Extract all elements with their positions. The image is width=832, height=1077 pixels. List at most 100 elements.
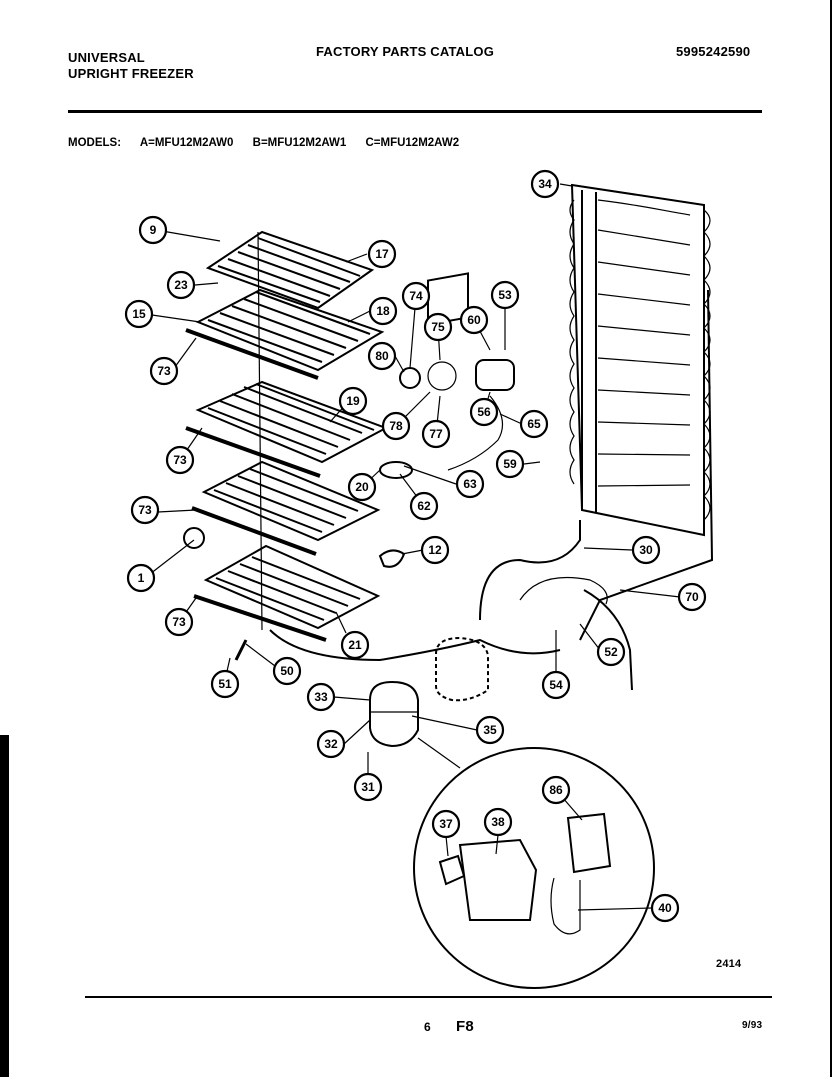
callout-56: 56 bbox=[469, 397, 499, 427]
callout-30: 30 bbox=[631, 535, 661, 565]
callout-31: 31 bbox=[353, 772, 383, 802]
svg-text:74: 74 bbox=[409, 289, 423, 303]
svg-text:70: 70 bbox=[685, 590, 699, 604]
svg-text:52: 52 bbox=[604, 645, 618, 659]
callout-12: 12 bbox=[420, 535, 450, 565]
svg-text:32: 32 bbox=[324, 737, 338, 751]
header-rule bbox=[68, 110, 762, 113]
scan-edge-left bbox=[0, 735, 9, 1077]
callout-86: 86 bbox=[541, 775, 571, 805]
svg-text:73: 73 bbox=[172, 615, 186, 629]
svg-text:54: 54 bbox=[549, 678, 563, 692]
svg-text:56: 56 bbox=[477, 405, 491, 419]
callout-60: 60 bbox=[459, 305, 489, 335]
svg-text:62: 62 bbox=[417, 499, 431, 513]
page-number: 6 bbox=[424, 1020, 431, 1034]
callout-53: 53 bbox=[490, 280, 520, 310]
svg-text:34: 34 bbox=[538, 177, 552, 191]
svg-text:21: 21 bbox=[348, 638, 362, 652]
callout-40: 40 bbox=[650, 893, 680, 923]
svg-text:35: 35 bbox=[483, 723, 497, 737]
callout-9: 9 bbox=[138, 215, 168, 245]
callout-38: 38 bbox=[483, 807, 513, 837]
svg-text:73: 73 bbox=[157, 364, 171, 378]
callout-21: 21 bbox=[340, 630, 370, 660]
leader-lines bbox=[149, 183, 681, 911]
callout-20: 20 bbox=[347, 472, 377, 502]
callout-70: 70 bbox=[677, 582, 707, 612]
callout-75: 75 bbox=[423, 312, 453, 342]
refrigerant-tubing bbox=[269, 629, 561, 662]
callout-15: 15 bbox=[124, 299, 154, 329]
catalog-title: FACTORY PARTS CATALOG bbox=[316, 44, 495, 59]
svg-text:77: 77 bbox=[429, 427, 443, 441]
model-c: C=MFU12M2AW2 bbox=[365, 137, 460, 149]
svg-text:23: 23 bbox=[174, 278, 188, 292]
callout-59: 59 bbox=[495, 449, 525, 479]
svg-text:50: 50 bbox=[280, 664, 294, 678]
svg-text:63: 63 bbox=[463, 477, 477, 491]
svg-text:1: 1 bbox=[138, 571, 145, 585]
model-a: A=MFU12M2AW0 bbox=[139, 137, 234, 149]
callout-1: 1 bbox=[126, 563, 156, 593]
svg-text:19: 19 bbox=[346, 394, 360, 408]
callout-73: 73 bbox=[130, 495, 160, 525]
callout-65: 65 bbox=[519, 409, 549, 439]
callout-18: 18 bbox=[368, 296, 398, 326]
print-date: 9/93 bbox=[742, 1020, 763, 1031]
svg-text:30: 30 bbox=[639, 543, 653, 557]
compressor bbox=[369, 636, 489, 748]
product-name: UPRIGHT FREEZER bbox=[68, 66, 194, 81]
detail-view bbox=[413, 737, 655, 989]
callout-80: 80 bbox=[367, 341, 397, 371]
callout-17: 17 bbox=[367, 239, 397, 269]
svg-text:9: 9 bbox=[150, 223, 157, 237]
section-code: F8 bbox=[456, 1018, 474, 1035]
svg-text:40: 40 bbox=[658, 901, 672, 915]
callout-77: 77 bbox=[421, 419, 451, 449]
callout-51: 51 bbox=[210, 669, 240, 699]
models-line: MODELS: A=MFU12M2AW0 B=MFU12M2AW1 C=MFU1… bbox=[68, 137, 475, 149]
svg-text:33: 33 bbox=[314, 690, 328, 704]
svg-text:65: 65 bbox=[527, 417, 541, 431]
svg-text:12: 12 bbox=[428, 543, 442, 557]
callout-73: 73 bbox=[165, 445, 195, 475]
callout-52: 52 bbox=[596, 637, 626, 667]
callout-73: 73 bbox=[149, 356, 179, 386]
callout-37: 37 bbox=[431, 809, 461, 839]
footer-rule bbox=[85, 996, 772, 998]
svg-text:59: 59 bbox=[503, 457, 517, 471]
callout-35: 35 bbox=[475, 715, 505, 745]
callout-78: 78 bbox=[381, 411, 411, 441]
svg-text:31: 31 bbox=[361, 780, 375, 794]
catalog-number: 5995242590 bbox=[676, 44, 751, 59]
svg-text:60: 60 bbox=[467, 313, 481, 327]
callout-73: 73 bbox=[164, 607, 194, 637]
svg-text:86: 86 bbox=[549, 783, 563, 797]
brand-name: UNIVERSAL bbox=[68, 50, 145, 65]
callout-63: 63 bbox=[455, 469, 485, 499]
callout-group: 9 17 23 15 18 73 74 75 60 53 80 19 78 77… bbox=[124, 169, 707, 923]
figure-number: 2414 bbox=[716, 958, 742, 970]
scan-edge-right bbox=[830, 0, 832, 1077]
svg-text:78: 78 bbox=[389, 419, 403, 433]
svg-text:80: 80 bbox=[375, 349, 389, 363]
models-label: MODELS: bbox=[68, 137, 122, 149]
svg-text:17: 17 bbox=[375, 247, 389, 261]
shelf-stack bbox=[185, 230, 389, 642]
callout-32: 32 bbox=[316, 729, 346, 759]
svg-text:75: 75 bbox=[431, 320, 445, 334]
callout-54: 54 bbox=[541, 670, 571, 700]
model-b: B=MFU12M2AW1 bbox=[252, 137, 347, 149]
svg-text:18: 18 bbox=[376, 304, 390, 318]
svg-text:20: 20 bbox=[355, 480, 369, 494]
callout-34: 34 bbox=[530, 169, 560, 199]
svg-text:73: 73 bbox=[138, 503, 152, 517]
svg-text:38: 38 bbox=[491, 815, 505, 829]
svg-text:73: 73 bbox=[173, 453, 187, 467]
callout-19: 19 bbox=[338, 386, 368, 416]
callout-62: 62 bbox=[409, 491, 439, 521]
callout-74: 74 bbox=[401, 281, 431, 311]
